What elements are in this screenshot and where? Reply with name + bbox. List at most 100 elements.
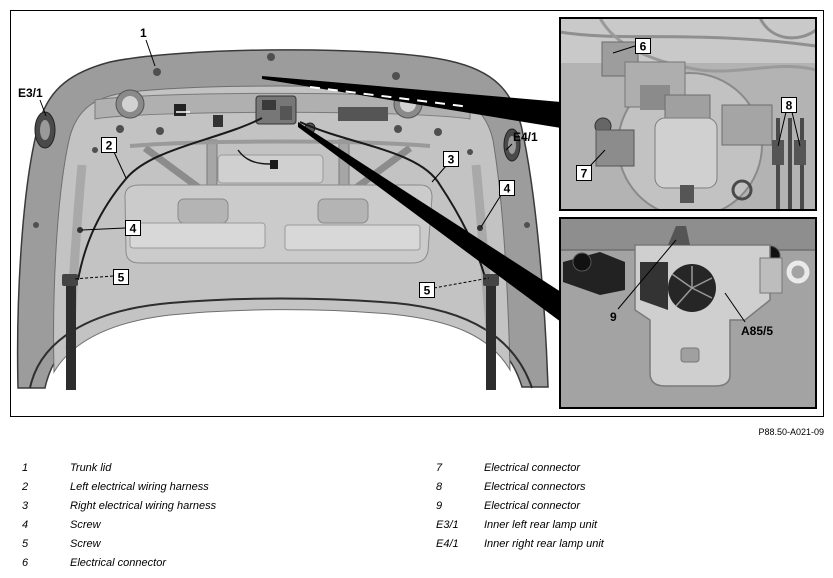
legend-text: Trunk lid: [70, 462, 112, 474]
left-wiring-harness: [77, 117, 263, 281]
legend-key: 2: [22, 481, 29, 493]
legend-text: Electrical connector: [484, 500, 580, 512]
legend-item: 5 Screw: [22, 537, 216, 556]
connector-7-block: [595, 129, 635, 167]
lock-housing: [634, 244, 771, 387]
hole: [524, 222, 530, 228]
cross-beam: [129, 139, 431, 148]
screw-left: [77, 227, 83, 233]
right-gas-strut: [486, 284, 496, 390]
lock-motor-connector: [262, 100, 276, 110]
legend-text: Right electrical wiring harness: [70, 500, 217, 512]
leader-line-5-right: [433, 277, 490, 289]
callout-box-4-right: [499, 180, 515, 196]
callout-box-2: [101, 137, 117, 153]
callout-6: 6: [640, 40, 647, 54]
legend-text: Electrical connectors: [484, 481, 586, 493]
callout-5-right: 5: [424, 284, 431, 298]
inset-cable: [758, 18, 816, 40]
leader-line-E4-1: [505, 143, 513, 151]
leader-line-1: [145, 39, 156, 67]
lock-tab-slot: [680, 347, 700, 363]
leader-line-9: [617, 239, 677, 310]
hole: [394, 125, 402, 133]
callout-E4-1: E4/1: [513, 130, 538, 144]
callout-box-6: [635, 38, 651, 54]
trunk-lid-illustration: [16, 49, 549, 390]
left-gas-strut: [66, 282, 76, 390]
inset-lock-unit: [560, 218, 816, 408]
legend-key: 9: [436, 500, 443, 512]
hole: [467, 149, 473, 155]
callout-3: 3: [448, 153, 455, 167]
legend-text: Inner left rear lamp unit: [484, 519, 598, 531]
inset-bottom-border: [559, 217, 817, 409]
hole: [156, 127, 164, 135]
right-recess-panel: [284, 224, 421, 251]
hole: [33, 222, 39, 228]
lock-release-ring: [786, 260, 810, 284]
callout-5-left: 5: [118, 271, 125, 285]
lock-motor-area: [255, 95, 316, 134]
lock-left-bolt: [572, 252, 592, 272]
hole: [434, 128, 442, 136]
inset-side-box: [721, 104, 773, 146]
small-clip: [213, 115, 223, 127]
callout-box-7: [576, 165, 592, 181]
callout-box-8: [781, 97, 797, 113]
legend-item: E4/1 Inner right rear lamp unit: [436, 537, 604, 556]
connector-8-plug: [794, 140, 806, 165]
zoom-wedge-lower: [298, 122, 561, 322]
callout-9: 9: [610, 310, 617, 324]
leader-line-3: [431, 165, 447, 183]
legend-text: Left electrical wiring harness: [70, 481, 209, 493]
callout-E3-1: E3/1: [18, 86, 43, 100]
lid-bottom-lip: [29, 297, 533, 389]
hole: [153, 68, 161, 76]
lid-holes: [33, 53, 530, 228]
legend-key: 6: [22, 557, 29, 569]
legend-item: 9 Electrical connector: [436, 499, 604, 518]
hole: [267, 53, 275, 61]
legend-item: 2 Left electrical wiring harness: [22, 480, 216, 499]
legend-item: 6 Electrical connector: [22, 556, 216, 575]
hole: [392, 72, 400, 80]
legend-key: 7: [436, 462, 443, 474]
callout-box-4-left: [125, 220, 141, 236]
legend-left-column: 1 Trunk lid 2 Left electrical wiring har…: [22, 461, 216, 575]
legend-text: Electrical connector: [70, 557, 166, 569]
legend-text: Screw: [70, 519, 101, 531]
center-harness-branch: [237, 149, 271, 165]
legend-item: E3/1 Inner left rear lamp unit: [436, 518, 604, 537]
legend-key: 8: [436, 481, 443, 493]
callout-1: 1: [140, 26, 147, 40]
center-connector: [270, 160, 278, 169]
callout-box-5-right: [419, 282, 435, 298]
legend-item: 8 Electrical connectors: [436, 480, 604, 499]
figure-code: P88.50-A021-09: [758, 427, 824, 437]
left-recess-panel: [129, 222, 266, 249]
leader-line-7: [589, 149, 606, 167]
callout-8: 8: [786, 99, 793, 113]
callout-2: 2: [106, 139, 113, 153]
motor-body: [654, 117, 718, 189]
inner-left-rear-lamp-lens: [40, 120, 50, 140]
lock-right-plate: [759, 257, 783, 294]
left-boss-center: [122, 96, 138, 112]
leader-line-4-right: [480, 194, 502, 228]
hole: [92, 147, 98, 153]
leader-line-8a: [777, 111, 787, 147]
right-raised-pad: [317, 198, 369, 224]
left-strut-connector: [62, 274, 78, 286]
legend-key: 1: [22, 462, 29, 474]
legend-item: 4 Screw: [22, 518, 216, 537]
legend-key: 3: [22, 500, 29, 512]
lock-motor-part: [280, 106, 292, 120]
inset-top-border: [559, 17, 817, 211]
motor-tab: [680, 185, 694, 203]
callout-7: 7: [581, 167, 588, 181]
inset-ring: [731, 179, 753, 201]
legend-key: E4/1: [436, 538, 459, 550]
zoom-wedge-upper-dashes: [309, 86, 471, 108]
leader-line-E3-1: [39, 99, 47, 117]
